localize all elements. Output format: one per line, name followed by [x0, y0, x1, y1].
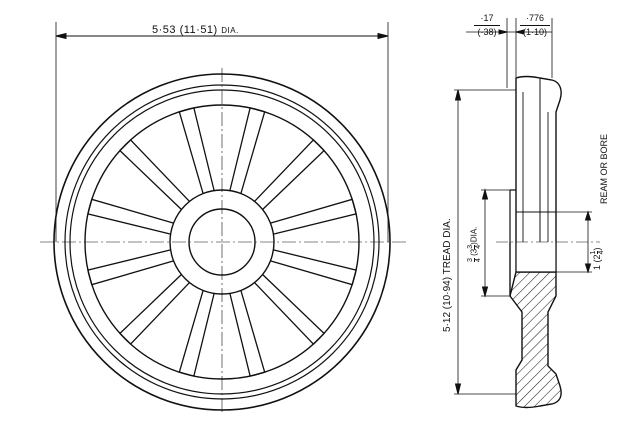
spoke: [178, 107, 215, 194]
spoke: [254, 274, 325, 345]
tread-dia-label: 5·12 (10·94) TREAD DIA.: [442, 218, 453, 332]
arrowhead-left: [55, 32, 67, 40]
width-bottom: (1·10): [520, 25, 550, 37]
flange-width-label: ·17 (·38): [474, 14, 500, 37]
hatched-section: [509, 271, 562, 409]
spokes-group: [87, 107, 357, 377]
spoke: [178, 290, 215, 377]
spoke: [270, 249, 357, 286]
bore-note: REAM OR BORE: [599, 133, 609, 204]
arrowhead-right: [377, 32, 389, 40]
outer-dia-value: 5·53 (11·51): [152, 24, 218, 36]
front-view: [40, 22, 406, 414]
spoke: [87, 249, 174, 286]
spoke: [270, 198, 357, 235]
spoke: [119, 274, 190, 345]
spoke: [229, 290, 266, 377]
outer-dia-label: 5·53 (11·51) DIA.: [152, 25, 239, 36]
spoke: [229, 107, 266, 194]
spoke: [87, 198, 174, 235]
flange-width-bottom: (·38): [474, 25, 500, 37]
width-top: ·776: [525, 13, 544, 23]
width-label: ·776 (1·10): [520, 14, 550, 37]
upper-profile: [515, 75, 562, 242]
spoke: [254, 139, 325, 210]
outer-dia-suffix: DIA.: [221, 26, 239, 35]
spoke: [119, 139, 190, 210]
flange-width-top: ·17: [480, 13, 494, 23]
side-view: [454, 18, 600, 409]
